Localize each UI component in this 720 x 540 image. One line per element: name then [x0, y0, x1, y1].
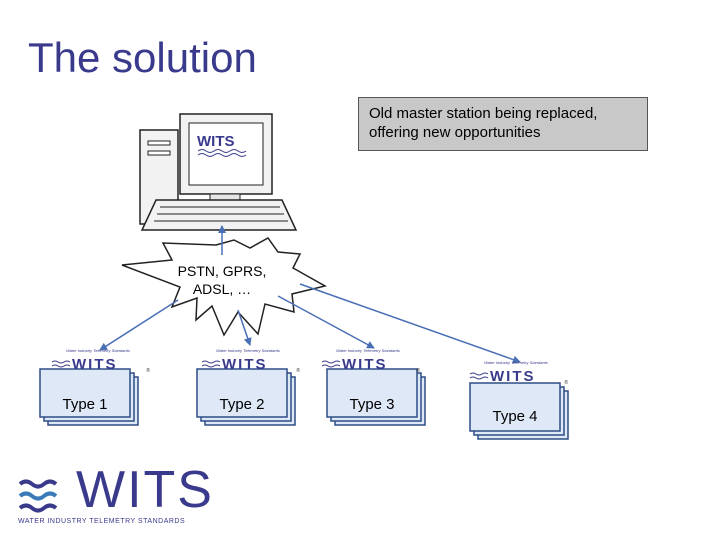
monitor-wits-word: WITS [197, 133, 235, 150]
type-2-label: Type 2 [219, 396, 265, 413]
monitor-icon [179, 113, 273, 201]
network-line-2: ADSL, … [192, 281, 252, 297]
wits-small-wave-icons [51, 360, 489, 380]
arrow-to-type-2 [237, 309, 252, 346]
outstation-type-4 [469, 382, 569, 440]
callout-box: Old master station being replaced, offer… [358, 97, 648, 151]
wits-word: WITS [490, 368, 536, 385]
callout-line-1: Old master station being replaced, [369, 105, 598, 122]
registered-mark: ® [416, 368, 420, 374]
network-starburst [121, 237, 328, 337]
wits-tagline: Water Industry Telemetry Standards [66, 348, 130, 353]
outstation-type-1 [39, 368, 139, 426]
wits-small-logo-2: Water Industry Telemetry Standards WITS … [196, 348, 300, 382]
registered-mark: ® [146, 368, 150, 374]
arrow-to-type-1 [99, 299, 179, 351]
wits-small-logo-4: Water Industry Telemetry Standards WITS … [464, 360, 568, 394]
type-4-label: Type 4 [492, 408, 538, 425]
wits-word: WITS [222, 356, 268, 373]
wits-small-logo-1: Water Industry Telemetry Standards WITS … [46, 348, 150, 382]
wits-tagline: Water Industry Telemetry Standards [484, 360, 548, 365]
network-label: PSTN, GPRS, ADSL, … [168, 262, 276, 298]
type-3-label: Type 3 [349, 396, 395, 413]
wits-logo-subtitle: WATER INDUSTRY TELEMETRY STANDARDS [18, 518, 186, 525]
wits-tagline: Water Industry Telemetry Standards [336, 348, 400, 353]
callout-line-2: offering new opportunities [369, 124, 541, 141]
slide-title: The solution [28, 34, 257, 81]
wits-word: WITS [72, 356, 118, 373]
outstation-type-3 [326, 368, 426, 426]
network-line-1: PSTN, GPRS, [177, 263, 267, 279]
arrow-to-type-3 [277, 295, 375, 349]
registered-mark: ® [564, 380, 568, 386]
wits-logo: WITS WATER INDUSTRY TELEMETRY STANDARDS [18, 461, 212, 530]
wits-word: WITS [342, 356, 388, 373]
wits-logo-word: WITS [76, 461, 214, 519]
registered-mark: ® [296, 368, 300, 374]
wits-tagline: Water Industry Telemetry Standards [216, 348, 280, 353]
arrow-to-type-4 [299, 283, 521, 364]
type-1-label: Type 1 [62, 396, 108, 413]
wits-logo-wave-icon [18, 479, 58, 513]
outstation-type-2 [196, 368, 296, 426]
keyboard-icon [140, 199, 298, 231]
wits-small-logo-3: Water Industry Telemetry Standards WITS … [316, 348, 420, 382]
